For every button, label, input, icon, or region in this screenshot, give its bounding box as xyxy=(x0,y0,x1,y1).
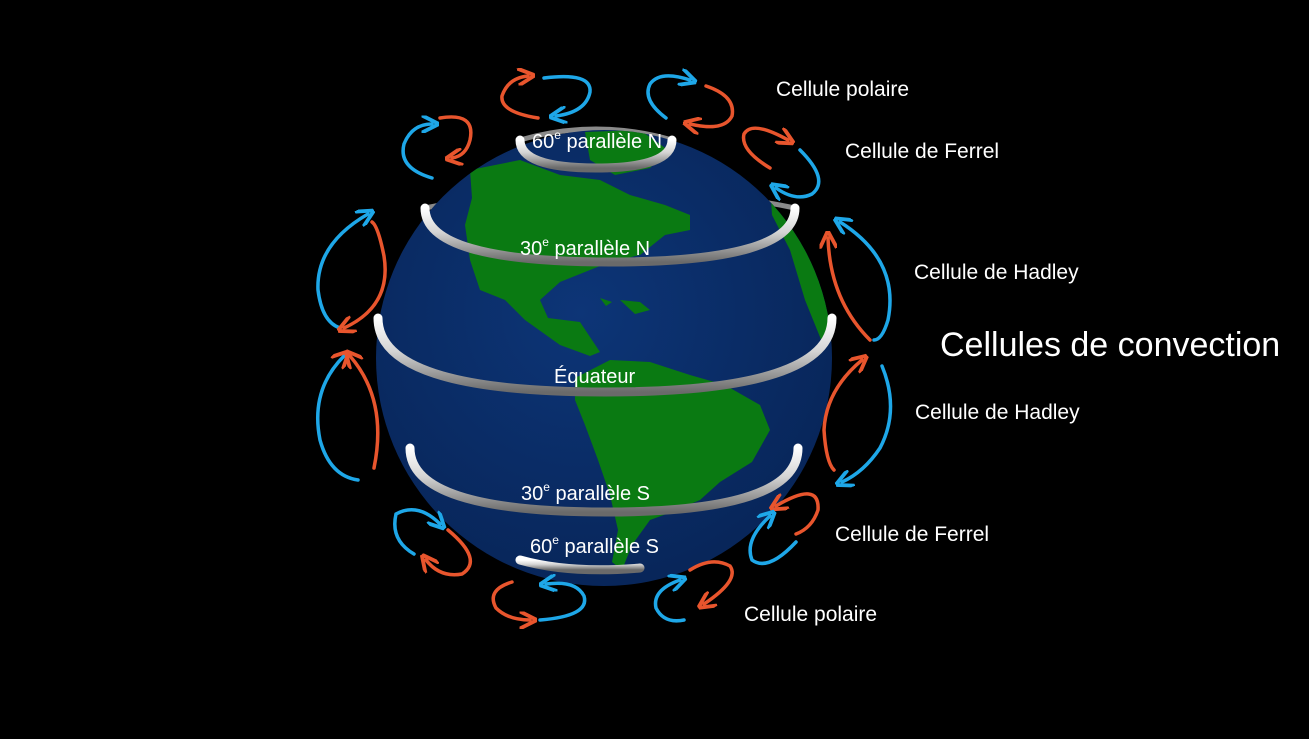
parallel-labels: 60e parallèle N 30e parallèle N Équateur… xyxy=(520,128,662,558)
ring-30s xyxy=(405,443,803,517)
ring-60n xyxy=(515,135,677,173)
ring-30n xyxy=(420,203,800,267)
ring-fronts xyxy=(373,135,837,575)
cell-arrow-hadley-n-left xyxy=(316,214,387,328)
cell-arrow-polar-n-left xyxy=(500,76,592,118)
cell-arrow-hadley-s-right xyxy=(822,360,893,482)
label-60n: 60e parallèle N xyxy=(532,128,662,153)
cell-arrow-ferrel-s-left xyxy=(393,508,472,577)
cell-arrow-polar-s-left xyxy=(491,582,587,620)
label-ferrel-cell-south: Cellule de Ferrel xyxy=(835,523,990,546)
cell-arrow-polar-n-right xyxy=(646,76,735,127)
label-ferrel-cell-north: Cellule de Ferrel xyxy=(845,140,1000,163)
ring-60s xyxy=(515,555,645,575)
label-30n: 30e parallèle N xyxy=(520,235,650,260)
label-polar-cell-south: Cellule polaire xyxy=(744,603,878,626)
cell-arrow-ferrel-n-left xyxy=(401,117,473,180)
ring-equator xyxy=(373,313,837,397)
diagram-title: Cellules de convection xyxy=(940,326,1281,364)
label-polar-cell-north: Cellule polaire xyxy=(776,78,910,101)
cell-arrow-hadley-s-left xyxy=(316,356,380,482)
cell-arrow-hadley-n-right xyxy=(828,222,892,342)
cell-arrow-polar-s-right xyxy=(653,560,734,623)
cell-arrow-ferrel-s-right xyxy=(748,492,820,566)
label-hadley-cell-north: Cellule de Hadley xyxy=(914,261,1079,284)
label-hadley-cell-south: Cellule de Hadley xyxy=(915,401,1080,424)
cell-arrows xyxy=(316,76,893,623)
cell-arrow-ferrel-n-right xyxy=(741,126,821,197)
label-30s: 30e parallèle S xyxy=(521,480,650,505)
label-equator: Équateur xyxy=(554,365,636,388)
label-60s: 60e parallèle S xyxy=(530,533,659,558)
